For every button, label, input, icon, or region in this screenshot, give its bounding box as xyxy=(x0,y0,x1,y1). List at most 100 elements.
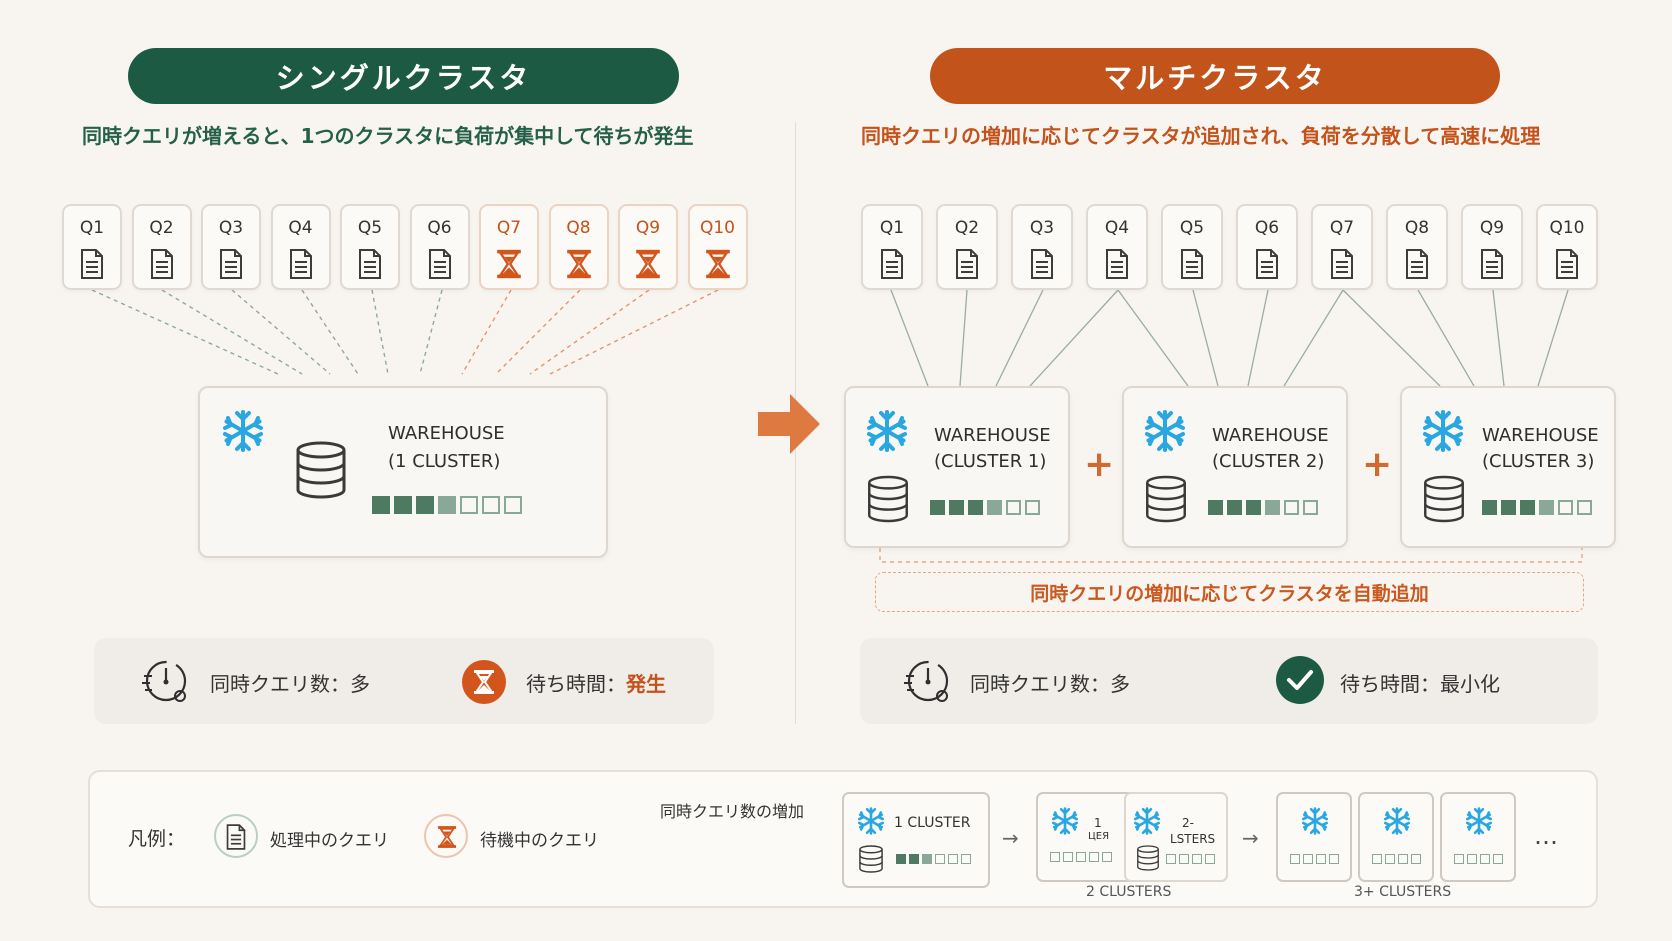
snowflake-icon xyxy=(1133,807,1161,835)
query-label: Q2 xyxy=(954,218,980,238)
document-icon xyxy=(1031,249,1053,279)
query-label: Q2 xyxy=(149,218,174,238)
section-divider xyxy=(795,122,796,724)
document-icon xyxy=(1556,249,1578,279)
load-indicator xyxy=(1290,854,1339,864)
load-indicator xyxy=(1454,854,1503,864)
warehouse-title: WAREHOUSE xyxy=(388,423,505,444)
snowflake-icon xyxy=(857,807,885,835)
warehouse-cluster-2: WAREHOUSE (CLUSTER 2) xyxy=(1122,386,1348,548)
arrow-icon: → xyxy=(1002,826,1019,850)
single-query-card-1: Q1 xyxy=(62,204,122,290)
multi-query-card-4: Q4 xyxy=(1086,204,1148,290)
single-query-card-7: Q7 xyxy=(479,204,539,290)
cluster-label: 1 xyxy=(1094,816,1102,830)
document-icon xyxy=(1256,249,1278,279)
warehouse-cluster-label: (CLUSTER 1) xyxy=(934,451,1047,472)
concurrent-queries-stat: 同時クエリ数：多 xyxy=(970,672,1130,696)
wait-time-stat: 待ち時間：最小化 xyxy=(1340,672,1500,696)
load-indicator xyxy=(1372,854,1421,864)
document-icon xyxy=(220,249,242,279)
single-query-card-6: Q6 xyxy=(409,204,470,290)
query-label: Q4 xyxy=(288,218,313,238)
query-label: Q6 xyxy=(1254,218,1280,238)
document-icon xyxy=(150,249,173,279)
snowflake-icon xyxy=(867,410,907,452)
database-icon xyxy=(296,441,346,499)
document-icon xyxy=(359,249,381,279)
query-label: Q8 xyxy=(566,218,591,238)
cluster-label: 2- xyxy=(1182,816,1194,830)
single-stat-box: 同時クエリ数：多 待ち時間：発生 xyxy=(94,638,714,724)
query-label: Q10 xyxy=(1549,218,1585,238)
single-cluster-subtitle: 同時クエリが増えると、1つのクラスタに負荷が集中して待ちが発生 xyxy=(82,124,694,148)
auto-add-note: 同時クエリの増加に応じてクラスタを自動追加 xyxy=(875,572,1584,612)
wait-time-stat: 待ち時間：発生 xyxy=(526,672,666,696)
database-icon xyxy=(1146,475,1186,523)
query-label: Q7 xyxy=(1329,218,1355,238)
load-indicator xyxy=(372,496,522,514)
snowflake-icon xyxy=(1423,410,1463,452)
concurrent-queries-stat: 同時クエリ数：多 xyxy=(210,672,370,696)
query-label: Q1 xyxy=(79,218,105,238)
one-cluster-label: 1 CLUSTER xyxy=(894,815,971,831)
load-indicator xyxy=(896,854,971,864)
warehouse-title: WAREHOUSE xyxy=(1482,425,1599,446)
multi-query-card-3: Q3 xyxy=(1011,204,1073,290)
three-plus-clusters-caption: 3+ CLUSTERS xyxy=(1354,884,1452,900)
query-label: Q9 xyxy=(1479,218,1505,238)
single-query-card-4: Q4 xyxy=(270,204,331,290)
load-indicator xyxy=(1050,852,1112,862)
query-label: Q6 xyxy=(427,218,452,238)
query-label: Q4 xyxy=(1104,218,1130,238)
document-icon xyxy=(81,249,103,279)
legend-cluster-a xyxy=(1276,792,1352,882)
hourglass-icon xyxy=(635,248,661,280)
legend-cluster-b xyxy=(1358,792,1434,882)
document-icon xyxy=(881,249,903,279)
query-label: Q1 xyxy=(879,218,905,238)
legend-processing: 処理中のクエリ xyxy=(270,831,389,851)
document-icon xyxy=(1406,249,1428,279)
two-clusters-caption: 2 CLUSTERS xyxy=(1086,884,1172,900)
database-icon xyxy=(868,475,908,523)
multi-query-card-2: Q2 xyxy=(936,204,998,290)
clock-icon xyxy=(904,660,949,702)
snowflake-icon xyxy=(223,410,263,452)
warehouse-cluster-label: (CLUSTER 2) xyxy=(1212,451,1325,472)
multi-query-card-1: Q1 xyxy=(861,204,923,290)
database-icon xyxy=(1137,845,1159,871)
plus-sign: + xyxy=(1362,444,1393,485)
snowflake-icon xyxy=(1051,807,1079,835)
query-label: Q8 xyxy=(1404,218,1430,238)
arrow-icon: → xyxy=(1242,826,1259,850)
document-icon xyxy=(1106,249,1128,279)
document-icon xyxy=(1181,249,1203,279)
query-label: Q7 xyxy=(496,218,522,238)
legend-one-cluster: 1 CLUSTER xyxy=(842,792,990,888)
warehouse-cluster-3: WAREHOUSE (CLUSTER 3) xyxy=(1400,386,1616,548)
single-query-card-3: Q3 xyxy=(201,204,261,290)
legend-waiting: 待機中のクエリ xyxy=(480,831,599,851)
single-query-card-9: Q9 xyxy=(618,204,678,290)
snowflake-icon xyxy=(1465,807,1493,835)
database-icon xyxy=(859,845,883,873)
document-icon xyxy=(1481,249,1503,279)
single-query-card-8: Q8 xyxy=(548,204,609,290)
single-query-card-10: Q10 xyxy=(687,204,748,290)
snowflake-icon xyxy=(1301,807,1329,835)
legend-cluster-c xyxy=(1440,792,1516,882)
snowflake-icon xyxy=(1383,807,1411,835)
multi-cluster-subtitle: 同時クエリの増加に応じてクラスタが追加され、負荷を分散して高速に処理 xyxy=(861,124,1541,148)
hourglass-icon xyxy=(565,248,592,280)
query-label: Q5 xyxy=(1179,218,1205,238)
legend-panel: 凡例： 処理中のクエリ 待機中のクエリ 同時クエリ数の増加 1 CLUSTER … xyxy=(88,770,1598,908)
hourglass-icon xyxy=(462,660,506,704)
multi-query-card-10: Q10 xyxy=(1536,204,1598,290)
hourglass-icon xyxy=(496,248,522,280)
multi-query-card-6: Q6 xyxy=(1236,204,1298,290)
load-indicator xyxy=(930,500,1040,515)
document-icon xyxy=(1331,249,1353,279)
warehouse-cluster-1: WAREHOUSE (CLUSTER 1) xyxy=(844,386,1070,548)
plus-sign: + xyxy=(1084,444,1115,485)
